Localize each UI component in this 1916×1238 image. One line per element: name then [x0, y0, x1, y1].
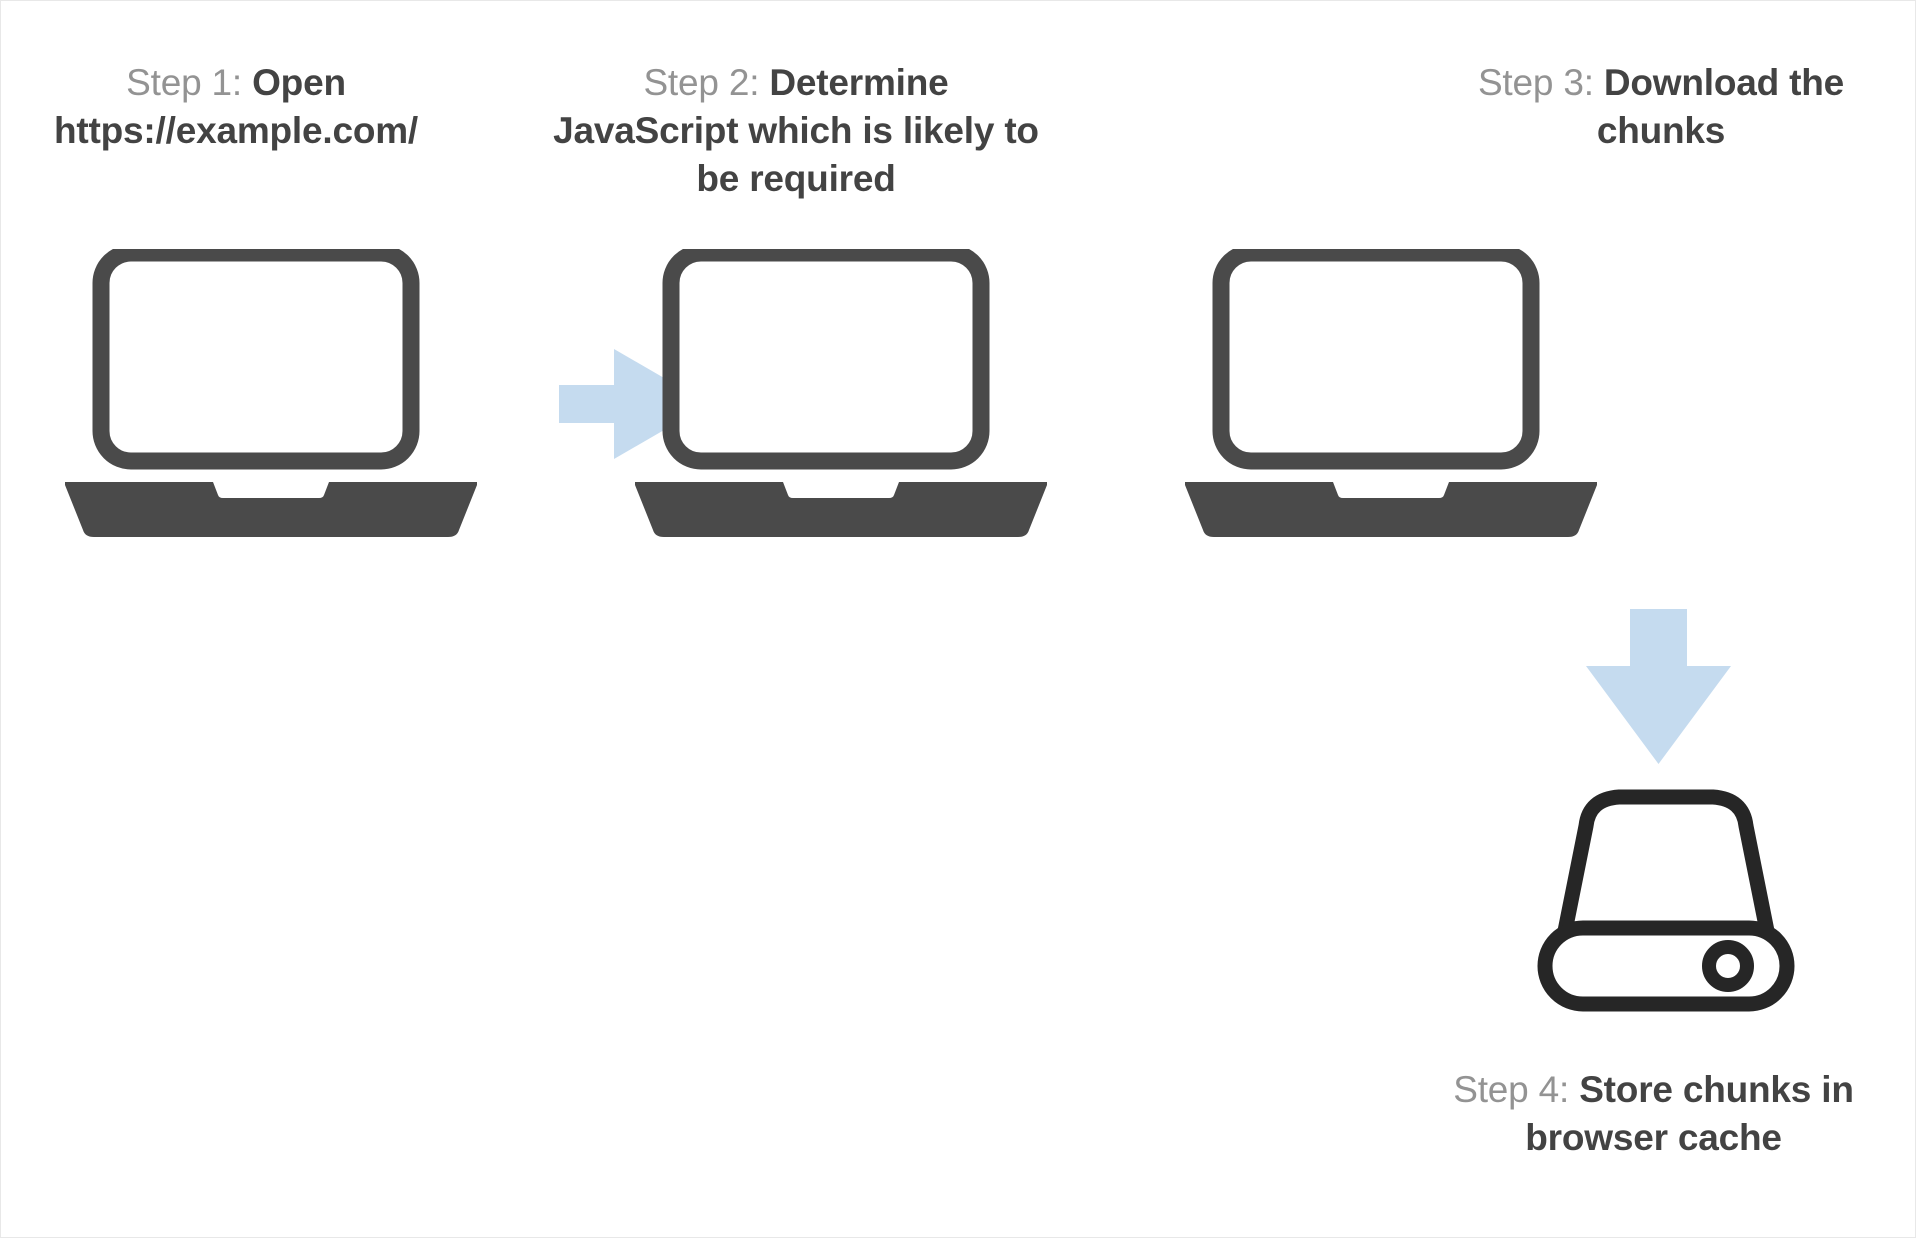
arrow-down-icon	[1586, 609, 1731, 764]
hard-drive-icon	[1531, 781, 1801, 1016]
step-1-prefix: Step 1:	[126, 62, 242, 103]
step-2-label: Determine JavaScript which is likely to …	[553, 62, 1039, 200]
step-4-caption: Step 4: Store chunks in browser cache	[1426, 1066, 1881, 1162]
laptop-icon	[631, 244, 1051, 569]
step-2-caption: Step 2: Determine JavaScript which is li…	[546, 59, 1046, 203]
step-3-prefix: Step 3:	[1477, 62, 1594, 103]
step-1-label: Open https://example.com/	[53, 62, 419, 152]
step-3-label: Download the chunks	[1596, 62, 1845, 152]
step-4-label: Store chunks in browser cache	[1525, 1069, 1854, 1159]
laptop-icon	[61, 244, 481, 569]
arrow-right-icon	[559, 349, 709, 459]
step-3-caption: Step 3: Download the chunks	[1441, 59, 1881, 155]
step-1-caption: Step 1: Open https://example.com/	[21, 59, 451, 155]
step-4-prefix: Step 4:	[1453, 1069, 1570, 1110]
step-2-prefix: Step 2:	[643, 62, 760, 103]
laptop-icon	[1181, 244, 1601, 569]
